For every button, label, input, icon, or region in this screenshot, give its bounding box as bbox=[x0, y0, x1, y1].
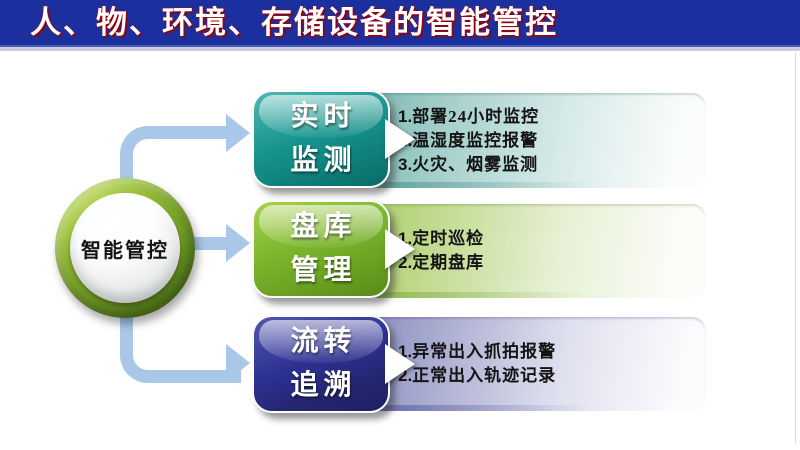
item-text: 异常出入抓拍报警 bbox=[412, 342, 557, 361]
item-text: 火灾、烟雾监测 bbox=[412, 154, 539, 174]
item-text: 定时巡检 bbox=[412, 229, 485, 248]
arrow-right-icon bbox=[226, 344, 250, 382]
detail-item: 1.定时巡检 bbox=[398, 227, 706, 251]
category-box-circulation-tracing: 流转 追溯 bbox=[252, 315, 390, 413]
title-banner: 人、物、环境、存储设备的智能管控 bbox=[0, 0, 800, 47]
detail-item: 1.部署24小时监控 bbox=[398, 105, 706, 129]
detail-item: 3.火灾、烟雾监测 bbox=[398, 153, 706, 177]
chevron-right-icon bbox=[385, 229, 415, 269]
slide-right-edge bbox=[795, 52, 796, 444]
detail-item: 2.正常出入轨迹记录 bbox=[398, 364, 706, 388]
category-box-realtime-monitoring: 实时 监测 bbox=[252, 90, 390, 188]
box-label-line: 流转 bbox=[290, 326, 357, 357]
box-label-line: 实时 bbox=[290, 101, 357, 132]
item-text: 温湿度监控报警 bbox=[412, 130, 539, 150]
arrow-right-icon bbox=[226, 114, 250, 152]
arrow-right-icon bbox=[226, 224, 250, 262]
item-text: 定期盘库 bbox=[412, 253, 485, 272]
hub-sphere-core: 智能管控 bbox=[70, 193, 180, 303]
detail-item: 2.温湿度监控报警 bbox=[398, 129, 706, 153]
chevron-right-icon bbox=[385, 119, 415, 159]
box-label-line: 追溯 bbox=[290, 370, 357, 401]
box-label-line: 盘库 bbox=[290, 211, 357, 242]
chevron-right-icon bbox=[385, 344, 415, 384]
detail-item: 2.定期盘库 bbox=[398, 251, 706, 275]
page-title: 人、物、环境、存储设备的智能管控 bbox=[30, 5, 558, 40]
hub-sphere: 智能管控 bbox=[55, 178, 195, 318]
item-text: 部署24小时监控 bbox=[412, 106, 540, 126]
hub-label: 智能管控 bbox=[81, 239, 169, 262]
detail-item: 1.异常出入抓拍报警 bbox=[398, 340, 706, 364]
item-text: 正常出入轨迹记录 bbox=[412, 366, 557, 385]
ribbon-inventory-management: 1.定时巡检 2.定期盘库 bbox=[340, 204, 706, 298]
box-label-line: 管理 bbox=[290, 255, 357, 286]
box-label-line: 监测 bbox=[290, 145, 357, 176]
category-box-inventory-management: 盘库 管理 bbox=[252, 200, 390, 298]
item-number: 3. bbox=[398, 154, 413, 174]
